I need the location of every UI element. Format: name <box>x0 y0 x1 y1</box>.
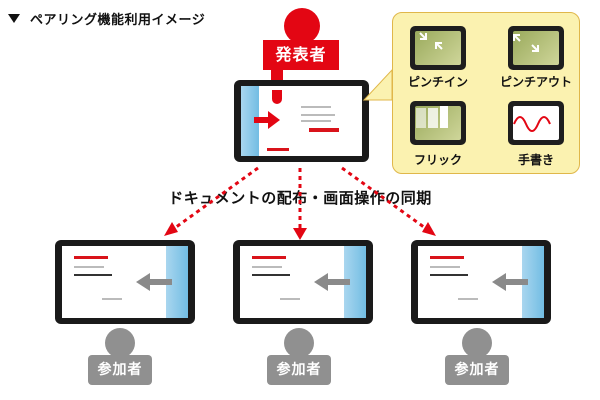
diagram-title-text: ペアリング機能利用イメージ <box>30 13 206 28</box>
screen-logo <box>430 256 464 259</box>
screen-line <box>252 266 282 268</box>
participant-screen-arrow <box>492 273 528 291</box>
screen-line <box>430 274 468 276</box>
screen-blue-band <box>344 246 366 318</box>
participant-label: 参加者 <box>267 355 331 385</box>
screen-line <box>458 298 478 300</box>
screen-footer-logo <box>267 148 289 151</box>
pinch-out-glyph <box>513 34 539 52</box>
handwriting-screen <box>513 106 559 140</box>
arrowhead-icon <box>164 222 178 236</box>
participant-label: 参加者 <box>88 355 152 385</box>
gesture-label-pinch-in: ピンチイン <box>407 75 468 89</box>
triangle-down-icon <box>8 14 20 23</box>
participant-head <box>284 328 314 358</box>
presenter-head <box>284 8 320 44</box>
participant-head <box>462 328 492 358</box>
presenter-label: 発表者 <box>263 40 339 70</box>
distribution-arrow-left <box>171 166 259 232</box>
callout-pointer <box>362 68 393 101</box>
screen-line <box>102 298 122 300</box>
arrowhead-icon <box>293 228 307 240</box>
screen-line <box>430 266 460 268</box>
screen-line <box>252 274 290 276</box>
participant-head <box>105 328 135 358</box>
participant-screen-arrow <box>314 273 350 291</box>
gesture-label-pinch-out: ピンチアウト <box>499 75 572 89</box>
screen-line <box>74 266 104 268</box>
flick-glyph <box>416 106 448 128</box>
diagram-title: ペアリング機能利用イメージ <box>8 9 205 28</box>
screen-logo <box>74 256 108 259</box>
screen-line <box>280 298 300 300</box>
screen-blue-band <box>241 86 259 156</box>
pinch-in-glyph <box>419 32 443 50</box>
screen-line <box>301 120 331 122</box>
handwriting-icon <box>508 101 564 145</box>
gesture-label-flick: フリック <box>413 153 462 167</box>
screen-blue-band <box>522 246 544 318</box>
screen-line <box>301 106 331 108</box>
pinch-in-icon <box>410 26 466 70</box>
sync-label: ドキュメントの配布・画面操作の同期 <box>168 189 432 207</box>
screen-line <box>74 274 112 276</box>
screen-logo <box>309 128 339 132</box>
screen-logo <box>252 256 286 259</box>
participant-label: 参加者 <box>445 355 509 385</box>
screen-blue-band <box>166 246 188 318</box>
distribution-arrow-right <box>341 166 429 232</box>
gesture-label-handwriting: 手書き <box>517 153 554 167</box>
handwriting-wave <box>513 116 551 132</box>
screen-line <box>301 114 335 116</box>
arrowhead-icon <box>422 222 436 236</box>
presenter-screen-arrow <box>254 111 280 129</box>
participant-screen-arrow <box>136 273 172 291</box>
presenter-finger <box>272 90 282 104</box>
